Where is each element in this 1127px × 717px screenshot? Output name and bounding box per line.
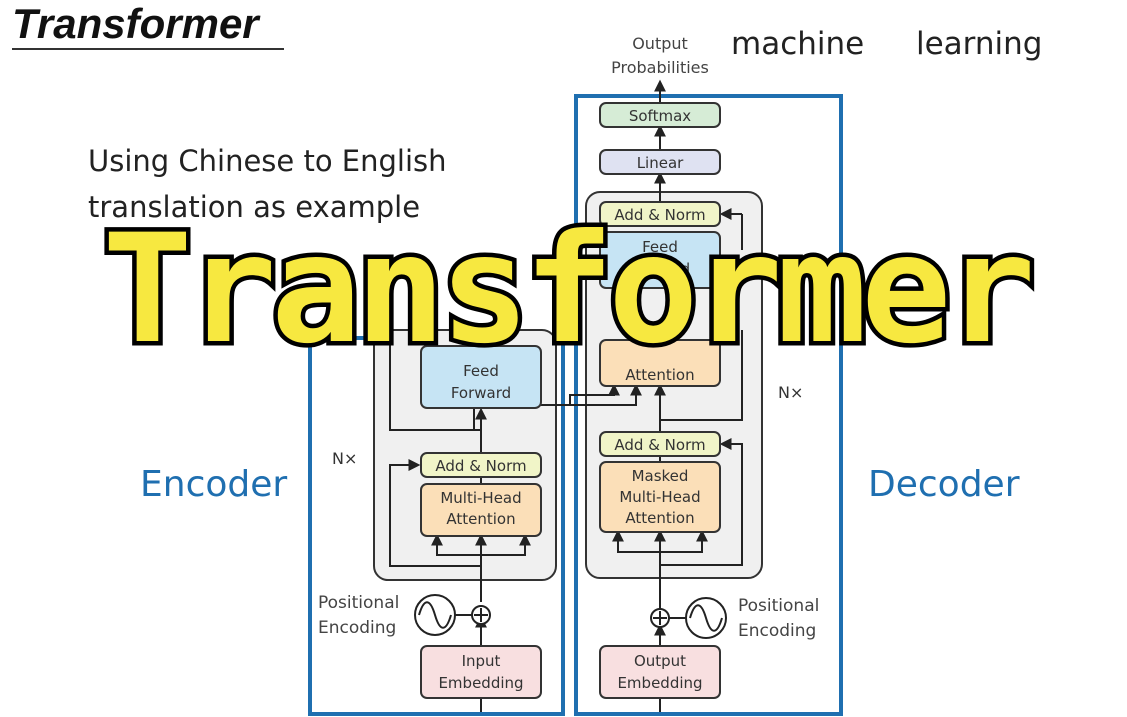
decoder-residual-2 (660, 330, 743, 421)
encoder-attention-box (420, 483, 542, 537)
linear-label: Linear (637, 154, 684, 172)
output-probabilities-line1: Output (632, 34, 688, 53)
encoder-add-norm-1 (420, 452, 542, 478)
decoder-adder-icon (650, 608, 670, 628)
output-embedding-line2: Embedding (617, 674, 702, 692)
input-embedding-line1: Input (462, 652, 501, 670)
decoder-nx-label: N× (778, 383, 803, 402)
decoder-attention-label: Attention (625, 366, 694, 384)
slide-subtitle: Using Chinese to English translation as … (88, 144, 447, 224)
encoder-attention-line1: Multi-Head (440, 489, 521, 507)
encoder-sine-icon (414, 594, 456, 636)
encoder-attention-right-input (481, 533, 531, 556)
decoder-feed-forward-line1: Feed (642, 238, 678, 256)
masked-attention-line3: Attention (625, 509, 694, 527)
encoder-feed-forward-line2: Forward (451, 384, 511, 402)
softmax-label: Softmax (629, 107, 691, 125)
encoder-feed-forward-line1: Feed (463, 362, 499, 380)
encoder-add-norm-1-label: Add & Norm (435, 457, 526, 475)
masked-attention-line1: Masked (632, 467, 689, 485)
encoder-adder-icon (471, 605, 491, 625)
decoder-add-norm-1 (599, 431, 721, 457)
encoder-positional-line2: Encoding (318, 618, 396, 638)
decoder-residual-1 (660, 438, 743, 566)
encoder-feed-forward-box (420, 345, 542, 409)
encoder-label: Encoder (140, 464, 288, 505)
decoder-feed-forward-line2: Forward (630, 260, 690, 278)
input-embedding-line2: Embedding (438, 674, 523, 692)
title-underline (12, 48, 284, 50)
slide-title: Transformer (12, 0, 259, 47)
encoder-output-to-decoder-1 (473, 383, 620, 430)
output-word-machine: machine (731, 26, 865, 62)
encoder-residual-1 (389, 459, 481, 567)
encoder-residual-2 (389, 340, 481, 431)
decoder-masked-left-input (612, 529, 660, 553)
decoder-masked-right-input (660, 529, 708, 553)
output-embedding-line1: Output (634, 652, 686, 670)
encoder-positional-line1: Positional (318, 593, 399, 613)
decoder-attention-box (599, 339, 721, 387)
masked-attention-line2: Multi-Head (619, 488, 700, 506)
decoder-positional-line1: Positional (738, 596, 819, 616)
output-probabilities-line2: Probabilities (611, 58, 709, 77)
decoder-add-norm-1-label: Add & Norm (614, 436, 705, 454)
encoder-attention-line2: Attention (446, 510, 515, 528)
decoder-positional-line2: Encoding (738, 621, 816, 641)
encoder-attention-left-input (431, 533, 481, 556)
output-word-learning: learning (916, 26, 1043, 62)
output-embedding-box (599, 645, 721, 699)
linear-box (599, 149, 721, 175)
decoder-feed-forward-box (599, 231, 721, 289)
decoder-add-norm-3-label: Add & Norm (614, 206, 705, 224)
encoder-nx-label: N× (332, 449, 357, 468)
overlay-title-banner: Transformer (98, 203, 1040, 377)
input-embedding-box (420, 645, 542, 699)
masked-attention-box (599, 461, 721, 533)
decoder-label: Decoder (868, 464, 1020, 505)
decoder-sine-icon (685, 597, 727, 639)
softmax-box (599, 102, 721, 128)
decoder-add-norm-3 (599, 201, 721, 227)
